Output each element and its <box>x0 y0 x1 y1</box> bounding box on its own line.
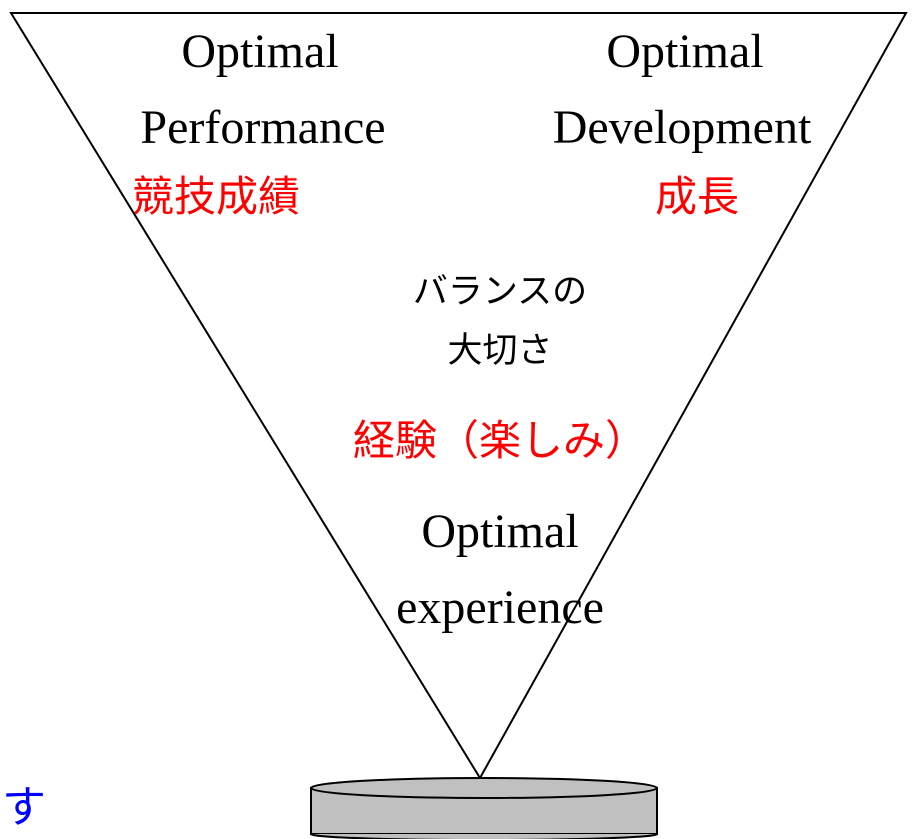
development-label-line2: Development <box>552 101 812 154</box>
development-jp-label: 成長 <box>655 172 740 221</box>
inverted-triangle <box>9 12 908 780</box>
development-label-line1: Optimal <box>606 25 764 78</box>
experience-label-line2: experience <box>396 581 604 634</box>
performance-jp-label: 競技成績 <box>132 172 301 221</box>
balance-label-line1: バランスの <box>412 272 588 312</box>
pivot-base-cylinder <box>310 777 658 839</box>
experience-label-line1: Optimal <box>421 505 579 558</box>
balance-label-line2: 大切さ <box>447 331 553 371</box>
experience-jp-label: 経験（楽しみ） <box>352 416 647 465</box>
performance-label-line2: Performance <box>140 101 386 154</box>
goal-note-partial: 指す <box>0 782 46 833</box>
performance-label-line1: Optimal <box>181 25 339 78</box>
